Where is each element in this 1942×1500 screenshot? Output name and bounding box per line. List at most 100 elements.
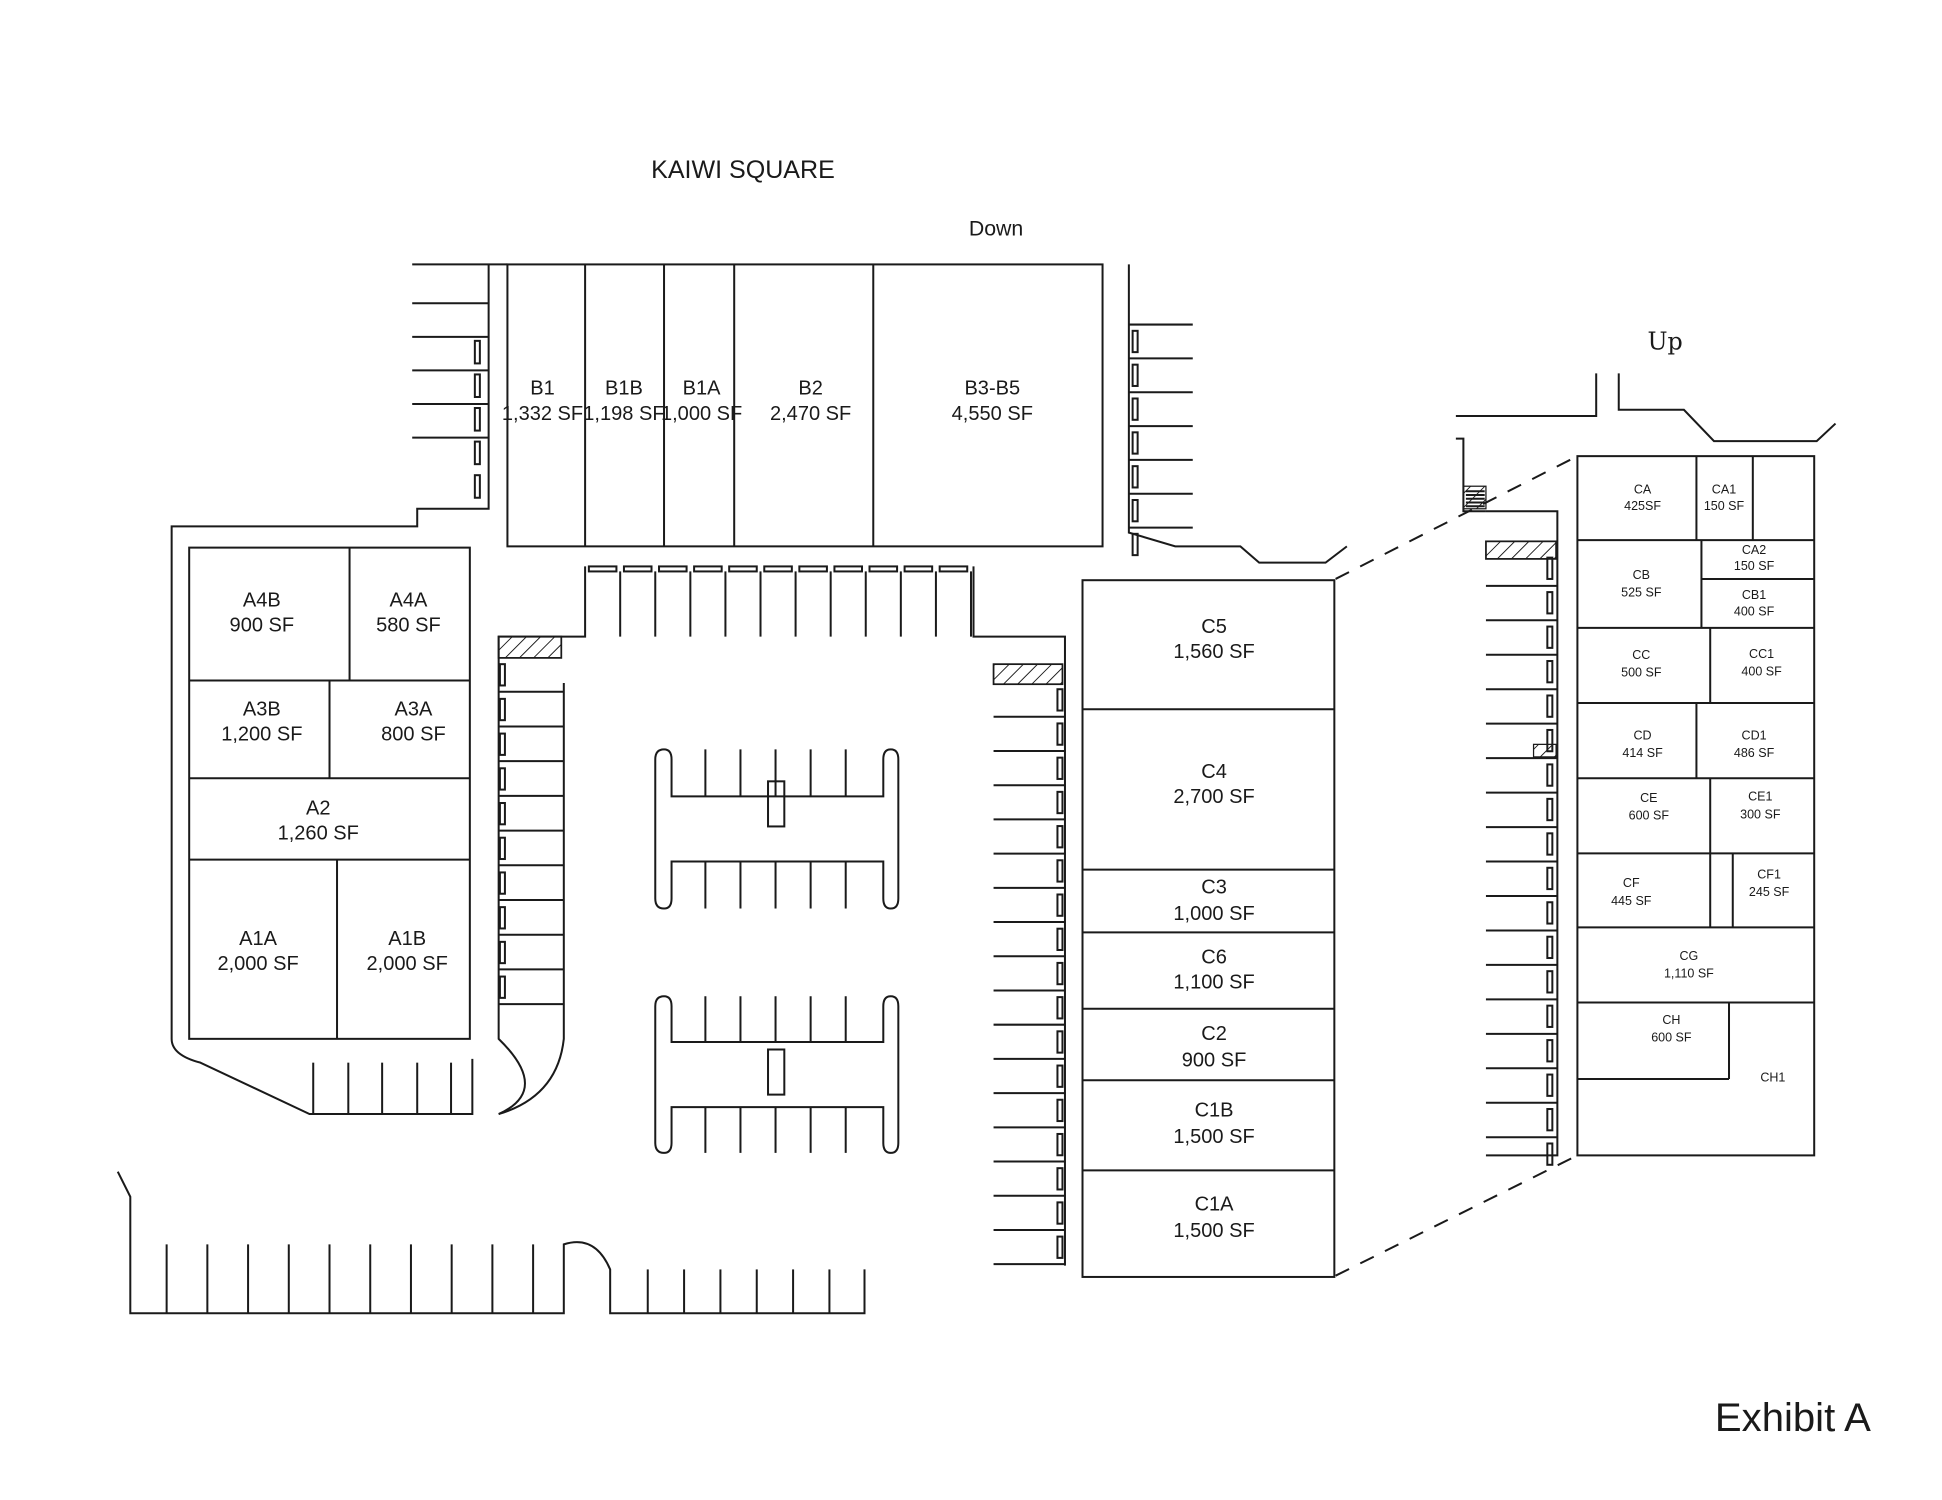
unit-C6[interactable]: C61,100 SF [1173, 947, 1254, 994]
svg-text:A3A: A3A [395, 699, 433, 721]
wheel-stop [473, 373, 481, 398]
wheel-stop [763, 565, 793, 573]
svg-text:CA2: CA2 [1742, 543, 1766, 557]
wheel-stop [498, 802, 506, 826]
svg-text:600 SF: 600 SF [1651, 1030, 1692, 1044]
unit-A4A[interactable]: A4A 580 SF [376, 590, 441, 637]
svg-text:1,000 SF: 1,000 SF [1173, 903, 1254, 925]
down-label: Down [969, 217, 1023, 241]
parking-stalls [165, 302, 1558, 1314]
svg-text:150 SF: 150 SF [1704, 499, 1745, 513]
wheel-stop [1546, 591, 1554, 615]
wheel-stop [1131, 465, 1139, 489]
wheel-stop [1546, 1142, 1554, 1166]
svg-text:525 SF: 525 SF [1621, 585, 1662, 599]
wheel-stop [1546, 935, 1554, 960]
svg-text:A1A: A1A [239, 928, 277, 950]
wheel-stop [1056, 1030, 1064, 1054]
wheel-stop [1131, 431, 1139, 455]
wheel-stop [1546, 832, 1554, 856]
wheel-stop [1056, 927, 1064, 952]
svg-text:C6: C6 [1201, 947, 1227, 969]
svg-text:580 SF: 580 SF [376, 615, 441, 637]
wheel-stop [473, 474, 481, 499]
unit-A1B[interactable]: A1B 2,000 SF [367, 928, 448, 975]
wheel-stop [1546, 1073, 1554, 1097]
svg-text:1,500 SF: 1,500 SF [1173, 1126, 1254, 1148]
svg-text:1,110 SF: 1,110 SF [1664, 966, 1714, 980]
wheel-stop [1546, 901, 1554, 925]
unit-CA1[interactable]: CA1 150 SF [1704, 483, 1745, 513]
wheel-stop [693, 565, 723, 573]
wheel-stop [1056, 825, 1064, 849]
svg-text:CC1: CC1 [1749, 647, 1774, 661]
wheel-stop [1056, 1098, 1064, 1123]
wheel-stop [1056, 961, 1064, 986]
svg-text:1,000 SF: 1,000 SF [661, 403, 742, 425]
svg-text:2,000 SF: 2,000 SF [367, 953, 448, 975]
unit-B2[interactable]: B22,470 SF [770, 378, 851, 425]
svg-text:300 SF: 300 SF [1740, 807, 1781, 821]
wheel-stop [1546, 1108, 1554, 1132]
svg-text:900 SF: 900 SF [1182, 1049, 1247, 1071]
unit-B1[interactable]: B11,332 SF [502, 378, 583, 425]
unit-C1B[interactable]: C1B 1,500 SF [1173, 1100, 1254, 1148]
svg-text:CH1: CH1 [1760, 1070, 1785, 1084]
svg-text:C1B: C1B [1195, 1100, 1234, 1122]
svg-text:A1B: A1B [388, 928, 426, 950]
site-title: KAIWI SQUARE [651, 156, 835, 184]
wheel-stop [1056, 893, 1064, 917]
wheel-stop [728, 565, 758, 573]
unit-A2[interactable]: A21,260 SF [278, 798, 359, 845]
unit-B3-B5[interactable]: B3-B54,550 SF [952, 378, 1033, 425]
wheel-stop [1056, 688, 1064, 712]
unit-C4[interactable]: C42,700 SF [1173, 761, 1254, 808]
svg-text:1,200 SF: 1,200 SF [221, 724, 302, 746]
island-median [767, 780, 786, 828]
wheel-stop [498, 836, 506, 861]
svg-text:A4A: A4A [390, 590, 428, 612]
wheel-stop [498, 697, 506, 722]
svg-text:C5: C5 [1201, 616, 1227, 638]
wheel-stop [473, 407, 481, 432]
svg-text:400 SF: 400 SF [1741, 664, 1782, 678]
svg-text:414 SF: 414 SF [1622, 746, 1663, 760]
svg-text:245 SF: 245 SF [1749, 885, 1790, 899]
wheel-stop [1546, 763, 1554, 787]
svg-text:2,470 SF: 2,470 SF [770, 403, 851, 425]
svg-text:1,260 SF: 1,260 SF [278, 823, 359, 845]
svg-text:CA1: CA1 [1712, 483, 1736, 497]
wheel-stop [1546, 1004, 1554, 1028]
wheel-stop [1056, 1235, 1064, 1259]
wheel-stop [1056, 790, 1064, 815]
unit-C3[interactable]: C31,000 SF [1173, 876, 1254, 924]
unit-C5[interactable]: C51,560 SF [1173, 616, 1254, 663]
svg-text:C1A: C1A [1195, 1194, 1235, 1216]
wheel-stop [938, 565, 969, 573]
unit-CG[interactable]: CG1,110 SF [1664, 949, 1714, 981]
svg-text:B1B: B1B [605, 378, 643, 400]
unit-CH1[interactable]: CH1 [1760, 1070, 1785, 1084]
unit-CC1[interactable]: CC1 400 SF [1741, 647, 1782, 679]
